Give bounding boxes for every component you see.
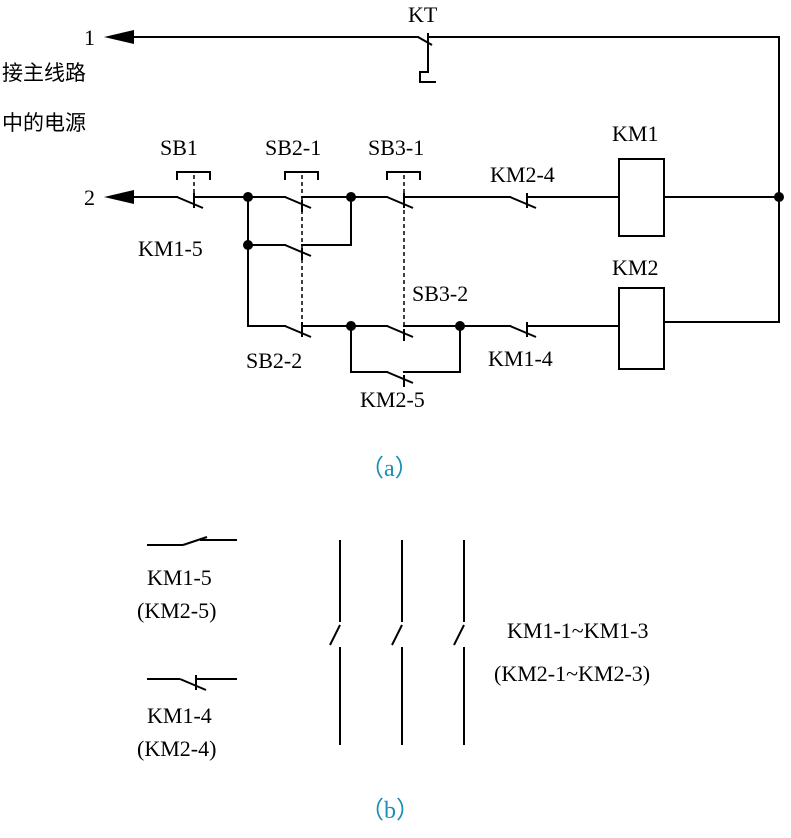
diagram-a: 1 2 接主线路 中的电源 KT SB1 SB2-1 SB3-1 KM2-4 K… [2,2,784,482]
caption-a: （a） [360,456,419,482]
terminal-note-line1: 接主线路 [2,61,86,85]
sb2-2-contact [284,322,312,338]
km2-5-contact [386,371,414,387]
kt-label: KT [408,2,438,27]
km2-5-label: KM2-5 [360,387,425,412]
km1-coil [618,158,665,237]
sb1-contact [176,171,211,209]
km1-coil-label: KM1 [612,121,658,146]
caption-b: （b） [360,798,420,824]
nc-contact-label-2: (KM2-4) [137,736,216,761]
sb2-2-label: SB2-2 [246,348,302,373]
km1-5-label: KM1-5 [138,236,203,261]
no-contact-label-2: (KM2-5) [137,598,216,623]
terminal-note-line2: 中的电源 [2,111,86,135]
no-contact-symbol [147,536,237,546]
terminal-2-arrow [104,190,134,204]
km1-4-label: KM1-4 [488,346,553,371]
sb1-label: SB1 [160,135,198,160]
main-contacts-label-2: (KM2-1~KM2-3) [494,661,650,686]
no-contact-label-1: KM1-5 [147,565,212,590]
main-contact-pole-2 [391,540,403,745]
main-contact-pole-3 [453,540,465,745]
km2-coil-label: KM2 [612,255,658,280]
terminal-2-label: 2 [84,185,95,210]
km2-5-wire-left [350,325,388,373]
main-contact-pole-1 [329,540,341,745]
km2-5-wire-right [403,325,461,373]
main-contacts-label-1: KM1-1~KM1-3 [507,618,648,643]
terminal-1-label: 1 [84,25,95,50]
kt-delay-contact [417,33,436,83]
km1-5-contact [284,244,312,260]
km2-4-label: KM2-4 [490,162,555,187]
km2-coil [618,287,665,370]
km2-4-contact [509,193,537,209]
terminal-1-arrow [104,30,134,44]
nc-contact-label-1: KM1-4 [147,703,212,728]
diagram-b: KM1-5 (KM2-5) KM1-4 (KM2-4) KM1-1~KM1-3 [137,536,650,824]
sb3-1-label: SB3-1 [368,135,424,160]
sb2-1-label: SB2-1 [265,135,321,160]
nc-contact-symbol [147,675,237,691]
sb3-2-contact [386,325,414,341]
sb3-2-label: SB3-2 [412,281,468,306]
km1-4-contact [509,322,537,338]
